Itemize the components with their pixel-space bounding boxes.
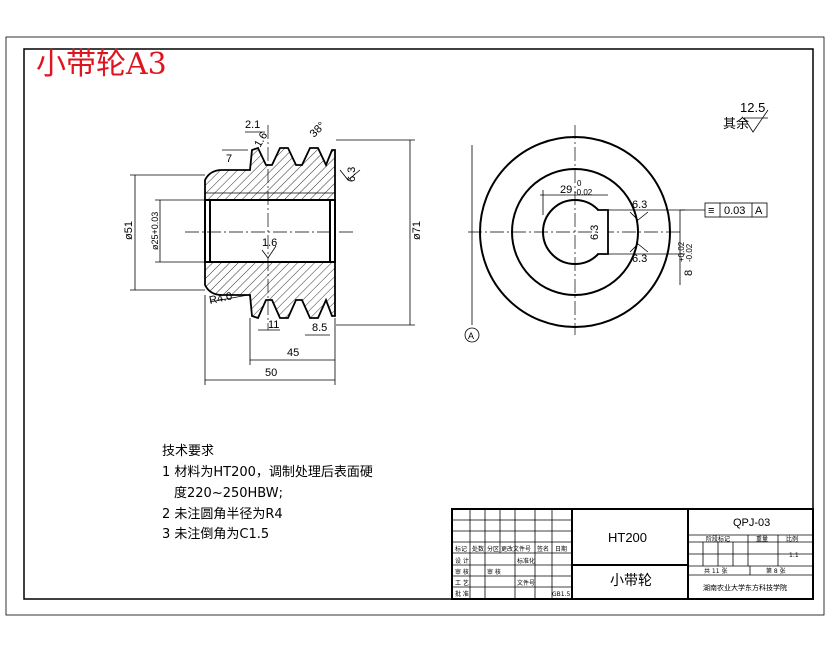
dim-total-length: 50 — [265, 367, 277, 379]
tb-approve: 批 准 — [455, 590, 469, 598]
tb-row-label-0: 标记 — [455, 545, 467, 553]
dim-outer-finish: 6.3 — [346, 167, 358, 182]
tb-check: 审 核 — [455, 568, 469, 576]
dim-groove-width: 8.5 — [312, 322, 327, 334]
keyway — [598, 209, 609, 255]
dim-keyway-depth: 29 — [560, 184, 572, 196]
tb-stage-mark: 阶段标记 — [706, 535, 730, 543]
tb-row-label-2: 分区 — [487, 545, 499, 553]
tol-symbol: ≡ — [708, 205, 714, 217]
dim-fillet: R4.0 — [208, 290, 233, 307]
tolerance-frame — [704, 202, 768, 218]
tech-item-1: 1 材料为HT200，调制处理后表面硬 — [162, 465, 373, 480]
tb-row-label-5: 日期 — [555, 545, 567, 553]
dim-keyway-tol-upper: 0 — [577, 179, 582, 188]
dim-keyway-tol-lower: -0.02 — [574, 188, 593, 197]
tb-doc-no: 文件号 — [517, 579, 535, 587]
tb-std-ver: GB1.5 — [552, 591, 570, 598]
lower-section — [204, 261, 336, 320]
section-view: 2.1 38° 1.6 7 6.3 ø51 ø25+0.03 1.6 ø71 R… — [123, 119, 423, 385]
dim-groove-depth: 7 — [226, 153, 232, 165]
tol-datum: A — [755, 205, 763, 217]
dim-key-width: 8 — [683, 270, 695, 276]
tb-standardize: 标准化 — [517, 557, 535, 565]
tb-scale-value: 1:1 — [789, 552, 799, 559]
dim-outer-dia: ø71 — [411, 221, 423, 240]
tol-value: 0.03 — [724, 205, 745, 217]
tech-item-1b: 度220~250HBW; — [174, 485, 283, 501]
dim-hub-length: 45 — [287, 347, 299, 359]
keyway-finish-side: 6.3 — [589, 225, 601, 240]
tech-heading: 技术要求 — [162, 444, 214, 459]
dim-pitch: 11 — [268, 319, 279, 331]
outer-border — [5, 36, 825, 616]
upper-section — [204, 146, 336, 201]
title-block: 标记 处数 分区 更改文件号 签名 日期 设 计 审 核 工 艺 批 准 标准化… — [451, 508, 814, 600]
tech-requirements: 技术要求 1 材料为HT200，调制处理后表面硬 度220~250HBW; 2 … — [162, 444, 373, 542]
tb-sheets-total: 共 11 张 — [704, 567, 727, 575]
tb-weight: 重量 — [756, 535, 768, 543]
hub-circle — [511, 168, 639, 296]
tb-scale: 比例 — [786, 535, 798, 543]
surface-finish-value: 12.5 — [740, 100, 765, 115]
bore — [204, 199, 336, 263]
tb-design: 设 计 — [455, 557, 469, 565]
dim-inner-finish: 1.6 — [262, 237, 277, 249]
tb-part-name: 小带轮 — [610, 573, 652, 589]
keyway-finish-top: 6.3 — [632, 199, 647, 211]
tb-drawing-no: QPJ-03 — [733, 517, 770, 529]
tech-item-3: 3 未注倒角为C1.5 — [162, 527, 269, 542]
datum-label: A — [468, 331, 474, 341]
tech-item-2: 2 未注圆角半径为R4 — [162, 507, 283, 522]
inner-border — [23, 48, 814, 600]
tb-material: HT200 — [608, 530, 647, 545]
outer-circle — [479, 136, 671, 328]
end-view: A 29 0 -0.02 6.3 6.3 6.3 8 +0.02 -0.02 ≡… — [464, 125, 768, 343]
tb-row-label-3: 更改文件号 — [501, 545, 531, 553]
tb-school: 湖南农业大学东方科技学院 — [703, 583, 787, 592]
dim-bore-dia: ø51 — [123, 221, 135, 240]
dim-key-width-tol-upper: +0.02 — [677, 241, 686, 262]
tb-check-2: 审 核 — [487, 568, 501, 576]
dim-bore-tol: ø25+0.03 — [150, 212, 160, 250]
dim-top-width: 2.1 — [245, 119, 260, 131]
datum-circle — [464, 327, 480, 343]
surface-finish-general: 其余 12.5 — [723, 100, 769, 133]
tb-craft: 工 艺 — [455, 579, 469, 587]
dim-groove-angle: 38° — [308, 120, 328, 140]
tb-sheet-no: 第 8 张 — [766, 567, 786, 575]
surface-finish-label: 其余 — [723, 116, 749, 132]
keyway-finish-bottom: 6.3 — [632, 253, 647, 265]
drawing-title: 小带轮A3 — [36, 47, 167, 82]
dim-key-width-tol-lower: -0.02 — [685, 243, 694, 262]
tb-row-label-1: 处数 — [472, 545, 484, 553]
tb-row-label-4: 签名 — [537, 545, 549, 553]
dim-chamfer-top: 1.6 — [252, 130, 270, 149]
